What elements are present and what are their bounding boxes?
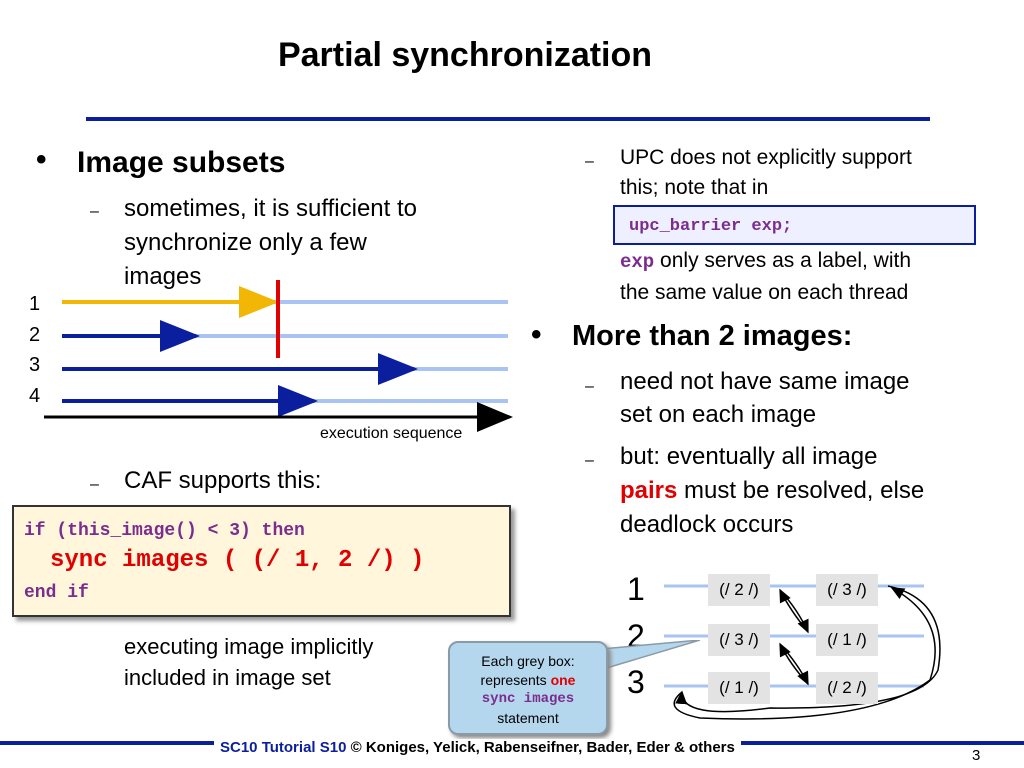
image-pairs-diagram xyxy=(664,584,941,720)
sub-text: must be resolved, else xyxy=(677,477,925,504)
upc-line: this; note that in xyxy=(620,176,769,199)
exp-line-2: the same value on each thread xyxy=(620,281,909,304)
sub-text-line: set on each image xyxy=(620,401,817,428)
sub-text-line: images xyxy=(124,263,202,290)
sub-text-line: need not have same image xyxy=(620,368,910,395)
footer-credit: SC10 Tutorial S10 © Koniges, Yelick, Rab… xyxy=(214,739,741,756)
sync-box: (/ 2 /) xyxy=(708,574,770,606)
note-line: executing image implicitly xyxy=(124,634,374,659)
sub-text-line: deadlock occurs xyxy=(620,511,794,538)
bullet-dot: • xyxy=(36,143,47,176)
note-line: included in image set xyxy=(124,665,331,690)
upc-line: UPC does not explicitly support xyxy=(620,146,912,169)
bullet-dot: • xyxy=(531,318,542,351)
wrap-arrow xyxy=(673,587,936,720)
sub-text-line: pairs must be resolved, else xyxy=(620,477,924,505)
caf-code-box: if (this_image() < 3) then sync images (… xyxy=(12,505,511,617)
dash-mark: – xyxy=(585,153,594,170)
code-line-1: if (this_image() < 3) then xyxy=(24,521,305,541)
pair-arrow xyxy=(779,642,809,685)
sub-text-line: but: eventually all image xyxy=(620,443,878,470)
callout-text: represents xyxy=(480,672,551,688)
sync-box: (/ 2 /) xyxy=(816,672,878,704)
exp-keyword: exp xyxy=(620,251,655,273)
callout-code: sync images xyxy=(481,691,575,707)
dash-mark: – xyxy=(90,203,99,220)
grid-row-label: 1 xyxy=(627,571,645,607)
dash-mark: – xyxy=(90,476,99,493)
code-line-3: end if xyxy=(24,583,89,603)
code-line-2: sync images ( (/ 1, 2 /) ) xyxy=(50,547,425,574)
upc-code: upc_barrier exp; xyxy=(629,217,793,236)
page-number: 3 xyxy=(972,747,981,764)
row-label: 4 xyxy=(29,385,41,407)
sync-box: (/ 3 /) xyxy=(816,574,878,606)
footer-tutorial: SC10 Tutorial S10 xyxy=(220,739,347,756)
page-title: Partial synchronization xyxy=(277,36,653,74)
sub-text-line: sometimes, it is sufficient to xyxy=(124,195,417,222)
exp-text: only serves as a label, with xyxy=(654,249,912,272)
wrap-arrow xyxy=(675,585,941,713)
sub-caf: CAF supports this: xyxy=(124,467,322,494)
upc-code-box: upc_barrier exp; xyxy=(613,205,976,245)
footer-authors: © Koniges, Yelick, Rabenseifner, Bader, … xyxy=(346,739,735,756)
callout-one: one xyxy=(550,672,576,688)
dash-mark: – xyxy=(585,378,594,395)
axis-label: execution sequence xyxy=(320,425,463,442)
sync-box: (/ 3 /) xyxy=(708,624,770,656)
exp-line: exp only serves as a label, with xyxy=(620,249,911,273)
row-label: 3 xyxy=(29,354,41,376)
row-label: 1 xyxy=(29,293,41,315)
callout-line: statement xyxy=(497,710,559,726)
grid-row-label: 3 xyxy=(627,664,645,700)
row-label: 2 xyxy=(29,324,41,346)
title-underline xyxy=(86,117,930,121)
sub-text-line: synchronize only a few xyxy=(124,229,367,256)
pair-arrow xyxy=(779,588,809,633)
dash-mark: – xyxy=(585,452,594,469)
sync-box: (/ 1 /) xyxy=(708,672,770,704)
callout-box: Each grey box: represents one sync image… xyxy=(448,641,608,735)
bullet-image-subsets: Image subsets xyxy=(77,146,286,179)
callout-line: Each grey box: xyxy=(481,653,575,669)
callout-line: represents one xyxy=(450,671,606,690)
bullet-more-images: More than 2 images: xyxy=(572,320,853,352)
sync-diagram xyxy=(44,280,513,432)
pairs-word: pairs xyxy=(620,477,678,504)
pair-arrow xyxy=(779,643,809,686)
sync-box: (/ 1 /) xyxy=(816,624,878,656)
